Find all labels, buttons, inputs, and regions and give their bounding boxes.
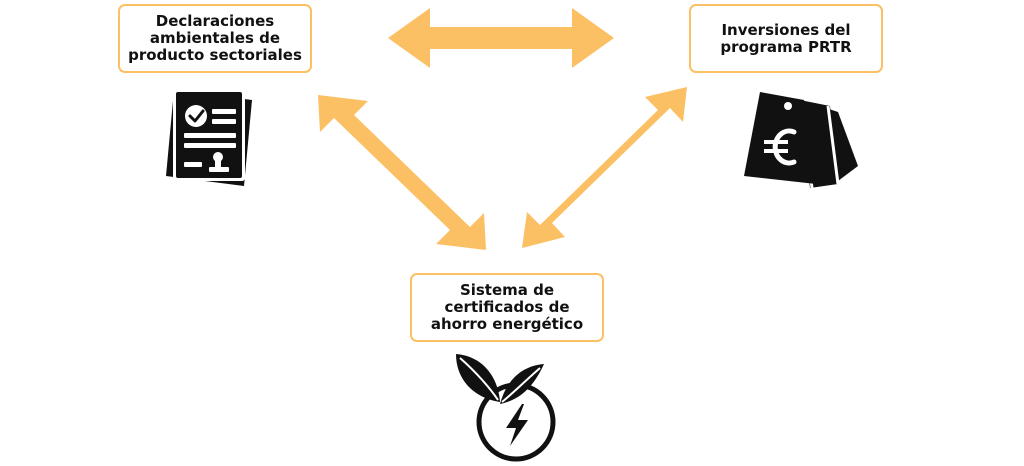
node-prtr-label: Inversiones del programa PRTR (720, 20, 852, 56)
green-energy-leaf-icon (456, 354, 556, 462)
node-epd: Declaraciones ambientales de producto se… (118, 4, 312, 73)
euro-price-tags-icon (744, 92, 858, 189)
node-epd-label: Declaraciones ambientales de producto se… (128, 12, 302, 64)
arrow-prtr-cae (522, 87, 687, 248)
arrow-epd-cae (318, 95, 486, 250)
certified-document-icon (166, 89, 252, 186)
node-prtr: Inversiones del programa PRTR (689, 4, 883, 73)
arrow-epd-prtr (388, 8, 614, 68)
node-cae-label: Sistema de certificados de ahorro energé… (430, 281, 584, 333)
node-cae: Sistema de certificados de ahorro energé… (410, 273, 604, 342)
